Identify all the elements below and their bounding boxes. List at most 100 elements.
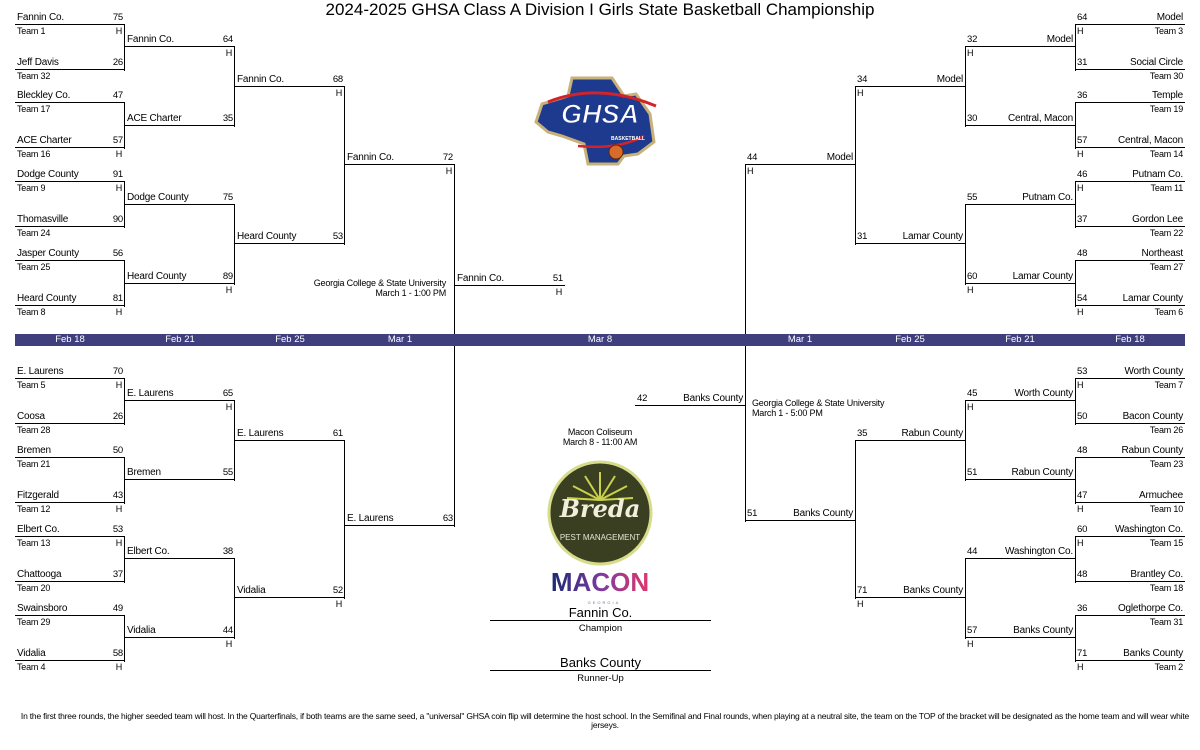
- venue-time: March 8 - 11:00 AM: [562, 437, 638, 447]
- team-score: 57: [967, 625, 978, 636]
- team-name: Fitzgerald: [17, 490, 59, 501]
- right-r1-team-slot[interactable]: Model 64: [1075, 12, 1185, 25]
- host-marker: H: [115, 183, 123, 193]
- venue-time: March 1 - 5:00 PM: [752, 408, 823, 418]
- left-r2-team-slot[interactable]: Elbert Co.38: [125, 546, 235, 559]
- team-name: Model: [936, 74, 963, 85]
- team-seed: Team 25: [17, 262, 51, 272]
- team-score: 54: [1077, 293, 1088, 304]
- right-r1-team-slot[interactable]: Brantley Co.48: [1075, 569, 1185, 582]
- team-score: 30: [967, 113, 978, 124]
- right-r1-team-slot[interactable]: Washington Co.60: [1075, 524, 1185, 537]
- team-score: 37: [112, 569, 123, 580]
- team-seed: Team 26: [1149, 425, 1183, 435]
- team-seed: Team 10: [1149, 504, 1183, 514]
- team-name: Oglethorpe Co.: [1117, 603, 1183, 614]
- team-seed: Team 2: [1154, 662, 1184, 672]
- right-r2-team-slot[interactable]: Washington Co.44: [965, 546, 1075, 559]
- team-name: Washington Co.: [1115, 524, 1183, 535]
- left-sf-team-slot[interactable]: Fannin Co.51: [455, 273, 565, 286]
- left-r1-team-slot[interactable]: Elbert Co.53: [15, 524, 125, 537]
- team-score: 64: [1077, 12, 1088, 23]
- bracket-connector: [1075, 537, 1076, 583]
- round-date-label: Feb 21: [1005, 334, 1035, 345]
- right-r2-team-slot[interactable]: Putnam Co.55: [965, 192, 1075, 205]
- team-name: Model: [1156, 12, 1183, 23]
- team-name: E. Laurens: [237, 428, 284, 439]
- round-date-label: Feb 21: [165, 334, 195, 345]
- team-score: 55: [222, 467, 233, 478]
- team-name: E. Laurens: [347, 513, 394, 524]
- macon-logo-text: MACON: [551, 567, 649, 597]
- ghsa-logo: GHSA BASKETBALL: [528, 74, 672, 166]
- right-r1-team-slot[interactable]: Putnam Co.46: [1075, 169, 1185, 182]
- left-r1-team-slot[interactable]: Bleckley Co.47: [15, 90, 125, 103]
- team-name: Heard County: [237, 231, 297, 242]
- team-name: Dodge County: [17, 169, 79, 180]
- team-score: 52: [332, 585, 343, 596]
- right-r1-team-slot[interactable]: Oglethorpe Co.36: [1075, 603, 1185, 616]
- host-marker: H: [555, 287, 563, 297]
- champion-label: Champion: [578, 623, 623, 634]
- left-r2-team-slot[interactable]: Fannin Co.64: [125, 34, 235, 47]
- team-name: Elbert Co.: [127, 546, 170, 557]
- left-r1-team-slot[interactable]: Fannin Co.75: [15, 12, 125, 25]
- footer-note: In the first three rounds, the higher se…: [20, 711, 1190, 730]
- left-qf-team-slot[interactable]: Fannin Co.72: [345, 152, 455, 165]
- team-seed: Team 14: [1149, 149, 1183, 159]
- host-marker: H: [1077, 504, 1084, 514]
- bracket-connector: [454, 165, 455, 527]
- left-r3-team-slot[interactable]: Fannin Co.68: [235, 74, 345, 87]
- team-score: 56: [112, 248, 123, 259]
- bracket-connector: [1075, 25, 1076, 71]
- team-seed: Team 11: [1150, 183, 1184, 193]
